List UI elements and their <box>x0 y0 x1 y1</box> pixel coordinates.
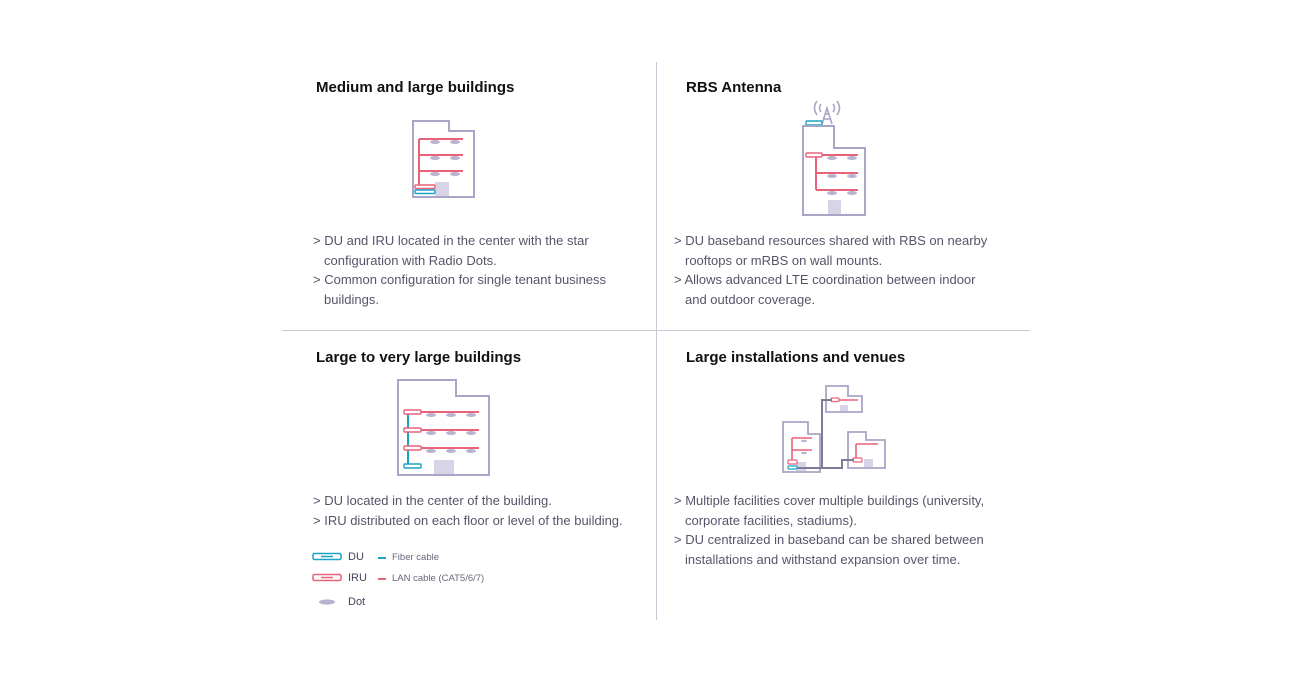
vertical-divider <box>656 62 657 620</box>
fiber-cable-legend-icon <box>378 557 386 559</box>
rbs-antenna-diagram <box>802 100 866 216</box>
quadrant-title-rbs-antenna: RBS Antenna <box>686 79 782 96</box>
description-point: > Allows advanced LTE coordination betwe… <box>674 272 976 307</box>
medium-building-diagram <box>412 120 475 198</box>
description-point: > IRU distributed on each floor or level… <box>313 512 623 528</box>
quadrant-description-medium-large: > DU and IRU located in the center with … <box>313 231 633 309</box>
description-point: > DU centralized in baseband can be shar… <box>674 532 984 567</box>
large-installations-diagram <box>782 385 886 473</box>
legend-iru-label: IRU <box>348 572 367 584</box>
horizontal-divider <box>282 330 1030 331</box>
du-legend-icon <box>312 552 342 561</box>
description-point: > Common configuration for single tenant… <box>313 272 607 307</box>
description-point: > DU baseband resources shared with RBS … <box>674 233 988 268</box>
quadrant-title-large-very-large: Large to very large buildings <box>316 349 522 366</box>
description-point: > Multiple facilities cover multiple bui… <box>674 493 985 528</box>
quadrant-title-medium-large: Medium and large buildings <box>316 79 515 96</box>
lan-cable-legend-icon <box>378 578 386 580</box>
legend-dot-label: Dot <box>348 596 366 608</box>
large-building-diagram <box>397 379 490 476</box>
iru-legend-icon <box>312 573 342 582</box>
description-point: > DU located in the center of the buildi… <box>313 493 552 508</box>
radio-dot-legend-icon <box>319 599 335 605</box>
quadrant-description-large-very-large: > DU located in the center of the buildi… <box>313 491 643 530</box>
quadrant-description-large-installations: > Multiple facilities cover multiple bui… <box>674 491 994 569</box>
quadrant-description-rbs-antenna: > DU baseband resources shared with RBS … <box>674 231 994 309</box>
legend-lan-label: LAN cable (CAT5/6/7) <box>392 573 485 584</box>
legend-fiber-label: Fiber cable <box>392 552 439 563</box>
description-point: > DU and IRU located in the center with … <box>313 233 589 268</box>
quadrant-title-large-installations: Large installations and venues <box>686 349 906 366</box>
legend-du-label: DU <box>348 551 364 563</box>
